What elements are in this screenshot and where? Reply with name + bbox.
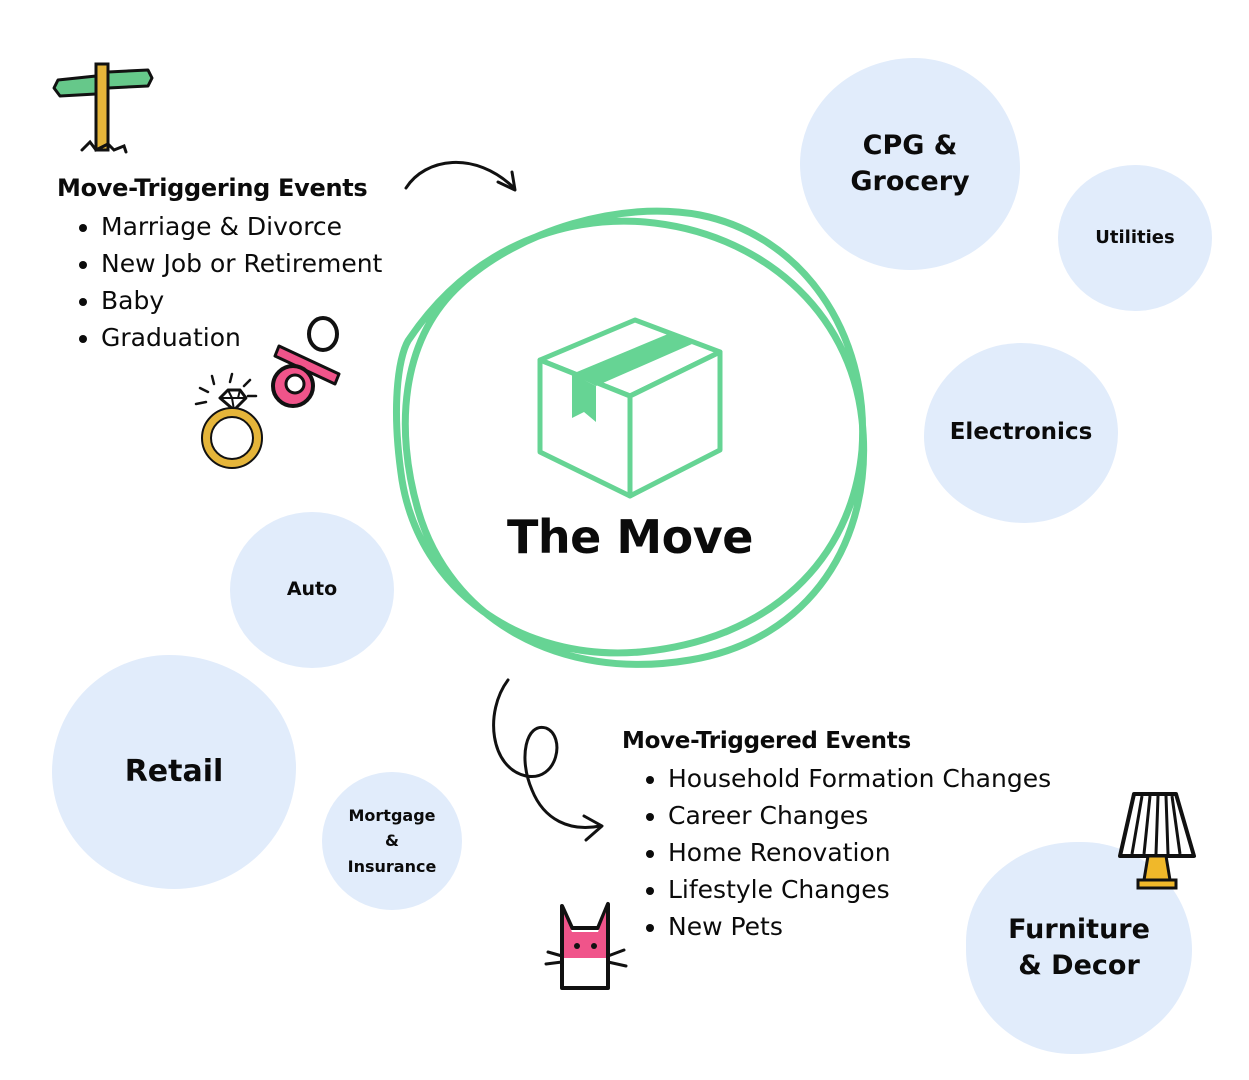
triggering-heading: Move-Triggering Events bbox=[57, 174, 368, 202]
diamond-ring-icon bbox=[194, 372, 263, 469]
list-item: Graduation bbox=[101, 319, 382, 356]
center-title: The Move bbox=[507, 510, 753, 564]
loop-arrow-icon bbox=[492, 678, 604, 842]
list-item: New Job or Retirement bbox=[101, 245, 382, 282]
category-electronics: Electronics bbox=[924, 343, 1118, 523]
list-item: Household Formation Changes bbox=[668, 760, 1051, 797]
pacifier-icon bbox=[271, 316, 341, 408]
triggered-list: Household Formation Changes Career Chang… bbox=[622, 760, 1051, 945]
signpost-icon bbox=[52, 62, 154, 154]
category-mortgage-insurance: Mortgage & Insurance bbox=[322, 772, 462, 910]
list-item: Baby bbox=[101, 282, 382, 319]
list-item: Home Renovation bbox=[668, 834, 1051, 871]
list-item: Career Changes bbox=[668, 797, 1051, 834]
list-item: Marriage & Divorce bbox=[101, 208, 382, 245]
move-triggering-events: Move-Triggering Events Marriage & Divorc… bbox=[57, 174, 382, 356]
box-icon bbox=[537, 317, 723, 499]
category-retail: Retail bbox=[52, 655, 296, 889]
lamp-icon bbox=[1118, 792, 1196, 890]
curved-arrow-icon bbox=[404, 161, 517, 192]
move-triggered-events: Move-Triggered Events Household Formatio… bbox=[622, 728, 1051, 945]
list-item: New Pets bbox=[668, 908, 1051, 945]
triggered-heading: Move-Triggered Events bbox=[622, 728, 911, 754]
category-utilities: Utilities bbox=[1058, 165, 1212, 311]
cat-icon bbox=[544, 902, 628, 990]
category-auto: Auto bbox=[230, 512, 394, 668]
triggering-list: Marriage & Divorce New Job or Retirement… bbox=[57, 208, 382, 356]
list-item: Lifestyle Changes bbox=[668, 871, 1051, 908]
category-cpg-grocery: CPG & Grocery bbox=[800, 58, 1020, 270]
